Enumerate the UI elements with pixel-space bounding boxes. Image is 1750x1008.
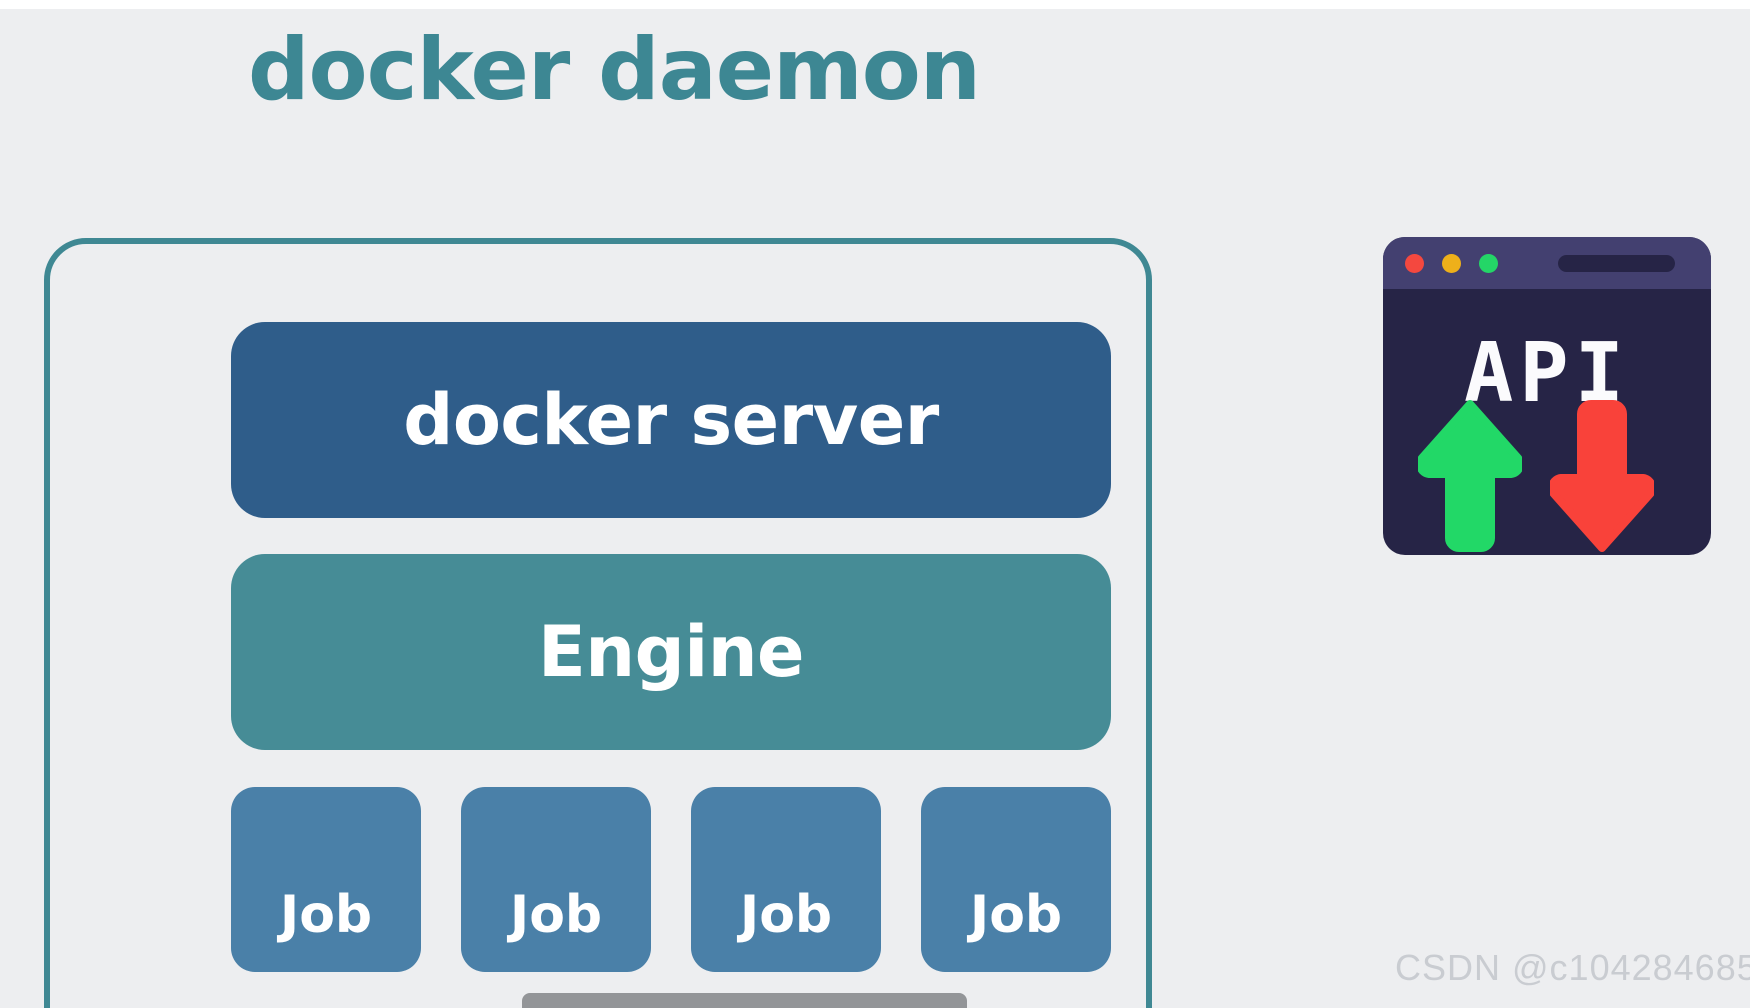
job-box[interactable]: Job (231, 787, 421, 972)
csdn-watermark: CSDN @c1042846859 (1395, 947, 1750, 988)
job-label: Job (969, 884, 1063, 945)
job-label: Job (279, 884, 373, 945)
api-browser-window[interactable]: API (1383, 237, 1711, 555)
engine-label: Engine (537, 611, 805, 693)
docker-server-label: docker server (403, 379, 939, 461)
job-row: Job Job Job Job (231, 787, 1111, 972)
engine-block[interactable]: Engine (231, 554, 1111, 750)
address-bar[interactable] (1558, 255, 1675, 272)
window-titlebar (1383, 237, 1711, 289)
maximize-icon[interactable] (1479, 253, 1498, 273)
job-label: Job (739, 884, 833, 945)
horizontal-scrollbar[interactable] (522, 993, 967, 1008)
docker-daemon-container (44, 238, 1152, 1008)
docker-server-block[interactable]: docker server (231, 322, 1111, 518)
minimize-icon[interactable] (1442, 253, 1461, 273)
top-white-strip (0, 0, 1750, 9)
upload-arrow-icon (1418, 400, 1522, 552)
download-arrow-icon (1550, 400, 1654, 552)
page-title: docker daemon (248, 20, 981, 120)
job-box[interactable]: Job (461, 787, 651, 972)
job-box[interactable]: Job (921, 787, 1111, 972)
job-label: Job (509, 884, 603, 945)
close-icon[interactable] (1405, 253, 1424, 273)
job-box[interactable]: Job (691, 787, 881, 972)
